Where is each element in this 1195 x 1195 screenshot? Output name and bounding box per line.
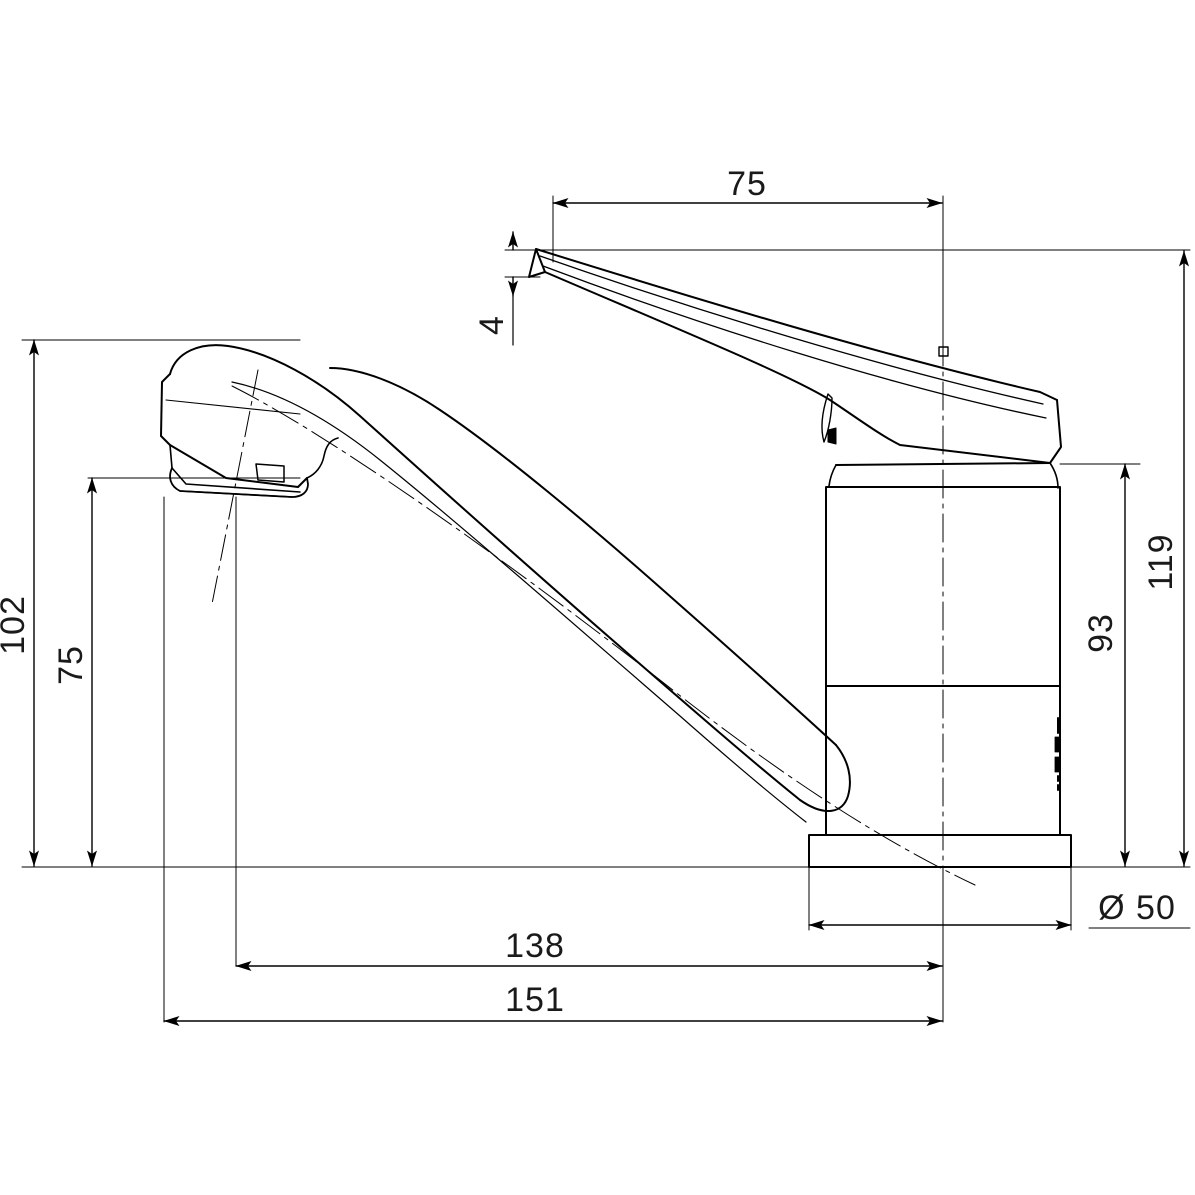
dimension-value-base-diameter: Ø 50	[1098, 889, 1176, 927]
dimension-value-spout-reach: 138	[505, 927, 565, 965]
dimension-value-handle-tip-thickness: 4	[473, 315, 511, 335]
dimension-value-handle-length: 75	[727, 165, 767, 203]
lever-handle-outline	[528, 248, 1062, 489]
dimension-value-body-height: 93	[1082, 613, 1120, 653]
centrelines	[211, 337, 976, 886]
dimension-value-overall-height: 119	[1142, 533, 1180, 590]
mixer-body-outline	[808, 486, 1072, 868]
extension-lines	[21, 195, 1191, 1023]
dimension-value-overall-width: 151	[505, 981, 565, 1019]
spout-outline	[160, 344, 851, 823]
dimension-value-spout-outlet-height: 75	[52, 645, 90, 685]
dimension-value-spout-overall-height: 102	[0, 595, 32, 655]
